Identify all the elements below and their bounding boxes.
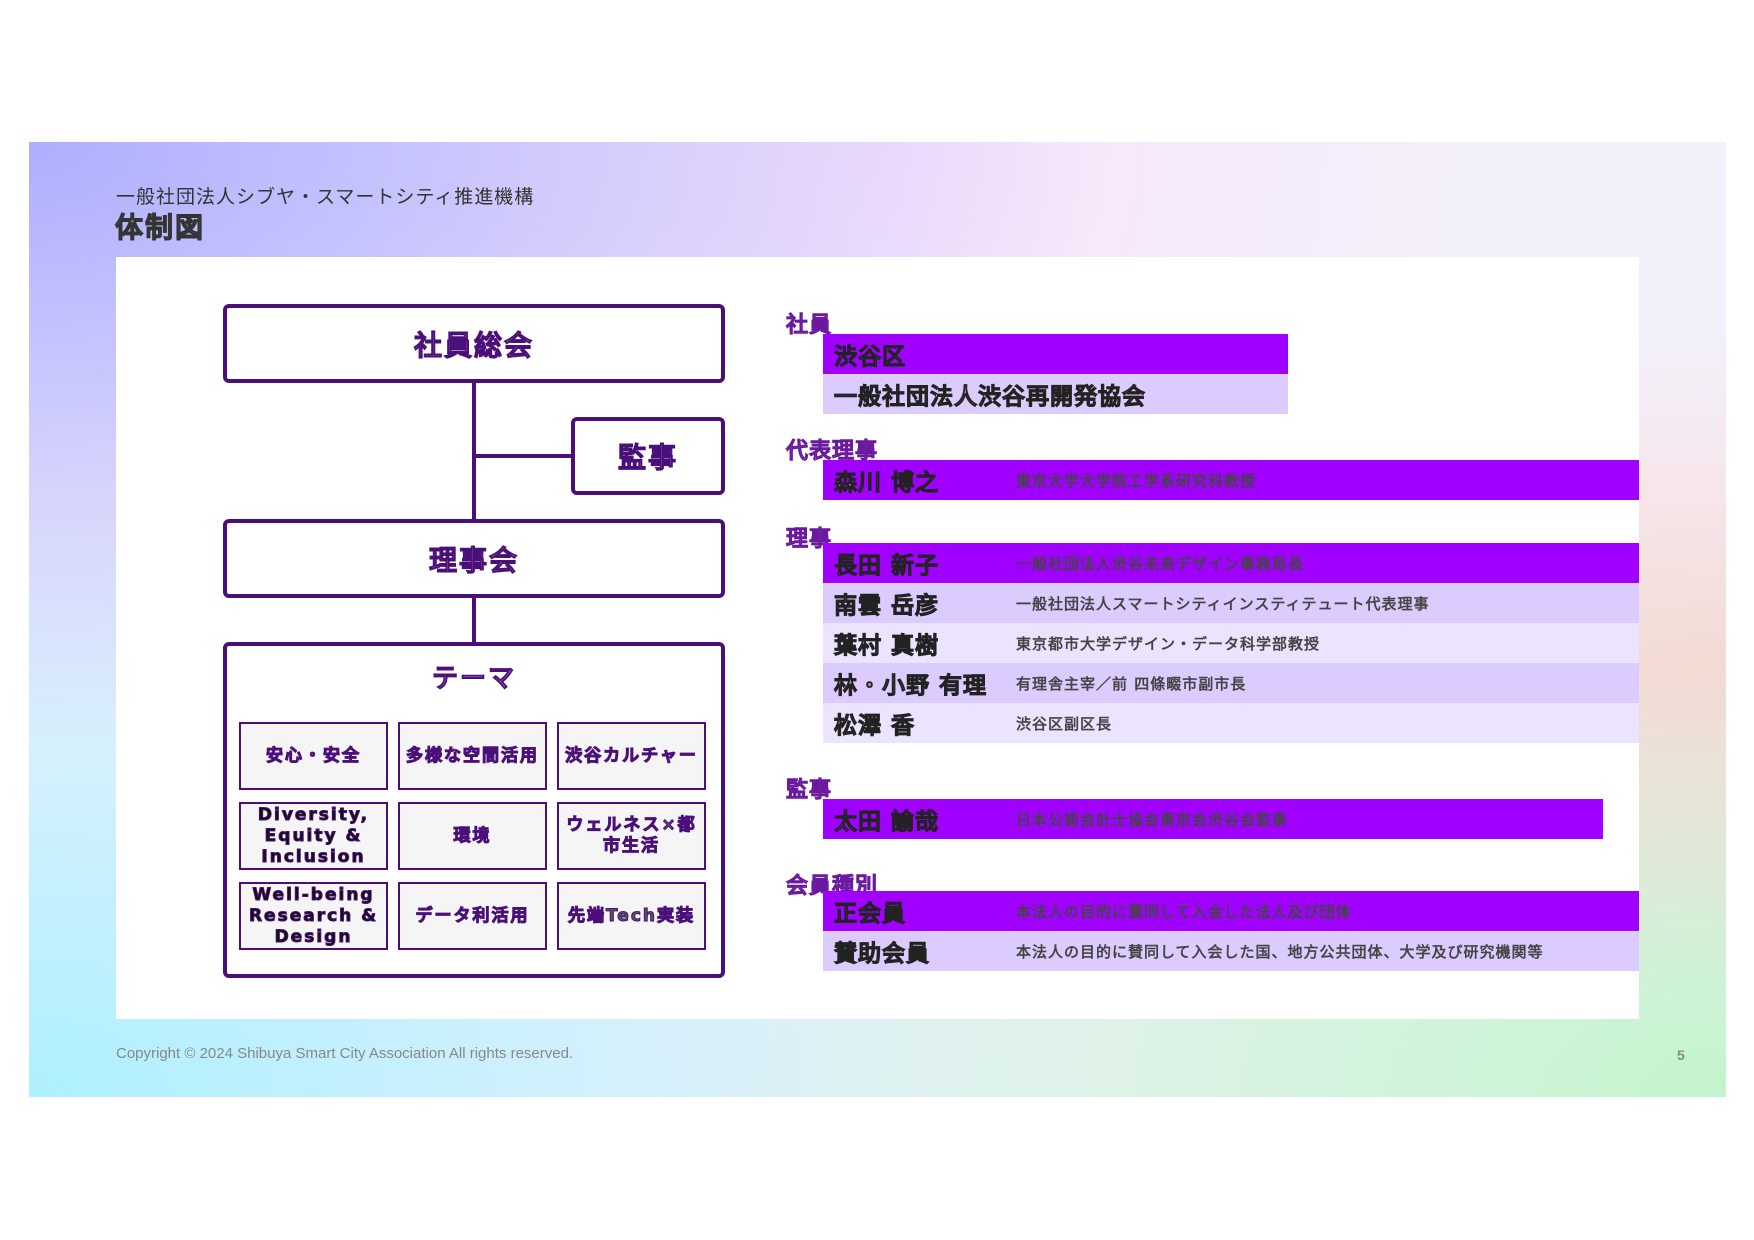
connector-line (472, 383, 476, 519)
theme-item: 渋谷カルチャー (557, 722, 706, 790)
general-meeting-box: 社員総会 (223, 304, 725, 383)
board-box: 理事会 (223, 519, 725, 598)
roster-desc: 日本公認会計士協会東京会渋谷会監事 (1016, 810, 1289, 829)
roster-name: 長田 新子 (834, 553, 940, 580)
roster-row: 渋谷区 (823, 334, 1288, 374)
theme-item: Diversity, Equity & Inclusion (239, 802, 388, 870)
auditor-box: 監事 (571, 417, 725, 495)
slide: 一般社団法人シブヤ・スマートシティ推進機構 体制図 社員総会 監事 理事会 テー… (29, 142, 1726, 1097)
organization-name: 一般社団法人シブヤ・スマートシティ推進機構 (116, 186, 535, 208)
theme-item: Well-being Research & Design (239, 882, 388, 950)
roster-row: 正会員 本法人の目的に賛同して入会した法人及び団体 (823, 891, 1639, 931)
page-title: 体制図 (114, 211, 206, 245)
theme-item: ウェルネス×都市生活 (557, 802, 706, 870)
roster-desc: 渋谷区副区長 (1016, 714, 1113, 733)
roster-desc: 有理舎主宰／前 四條畷市副市長 (1016, 674, 1247, 693)
roster-desc: 一般社団法人スマートシティインスティテュート代表理事 (1016, 594, 1430, 613)
roster-desc: 本法人の目的に賛同して入会した法人及び団体 (1016, 902, 1352, 921)
connector-line (472, 598, 476, 642)
roster-desc: 東京大学大学院工学系研究科教授 (1016, 471, 1257, 490)
roster-name: 南雲 岳彦 (834, 593, 940, 620)
roster-name: 林・小野 有理 (834, 673, 988, 700)
copyright: Copyright © 2024 Shibuya Smart City Asso… (116, 1045, 574, 1062)
roster-row: 松澤 香 渋谷区副区長 (823, 703, 1639, 743)
roster-row: 一般社団法人渋谷再開発協会 (823, 374, 1288, 414)
theme-box: テーマ 安心・安全 多様な空間活用 渋谷カルチャー Diversity, Equ… (223, 642, 725, 978)
roster-name: 正会員 (834, 901, 906, 928)
roster-name: 葉村 真樹 (834, 633, 940, 660)
theme-item: 多様な空間活用 (398, 722, 547, 790)
roster-name: 渋谷区 (834, 344, 906, 371)
roster-row: 賛助会員 本法人の目的に賛同して入会した国、地方公共団体、大学及び研究機関等 (823, 931, 1639, 971)
roster-row: 葉村 真樹 東京都市大学デザイン・データ科学部教授 (823, 623, 1639, 663)
roster-name: 一般社団法人渋谷再開発協会 (834, 384, 1146, 411)
roster-desc: 東京都市大学デザイン・データ科学部教授 (1016, 634, 1321, 653)
theme-item: データ利活用 (398, 882, 547, 950)
content-panel: 社員総会 監事 理事会 テーマ 安心・安全 多様な空間活用 渋谷カルチャー Di… (116, 257, 1639, 1019)
roster-name: 賛助会員 (834, 941, 930, 968)
roster-name: 松澤 香 (834, 713, 916, 740)
page-number: 5 (1677, 1047, 1685, 1063)
theme-item: 環境 (398, 802, 547, 870)
roster-row: 長田 新子 一般社団法人渋谷未来デザイン事務局長 (823, 543, 1639, 583)
roster-desc: 本法人の目的に賛同して入会した国、地方公共団体、大学及び研究機関等 (1016, 942, 1544, 961)
roster-desc: 一般社団法人渋谷未来デザイン事務局長 (1016, 554, 1305, 573)
roster-name: 太田 諭哉 (834, 809, 940, 836)
roster-row: 森川 博之 東京大学大学院工学系研究科教授 (823, 460, 1639, 500)
roster-name: 森川 博之 (834, 470, 940, 497)
roster-row: 太田 諭哉 日本公認会計士協会東京会渋谷会監事 (823, 799, 1603, 839)
theme-item: 先端Tech実装 (557, 882, 706, 950)
theme-title: テーマ (431, 664, 516, 695)
roster-row: 林・小野 有理 有理舎主宰／前 四條畷市副市長 (823, 663, 1639, 703)
theme-item: 安心・安全 (239, 722, 388, 790)
connector-line (474, 454, 572, 458)
roster-row: 南雲 岳彦 一般社団法人スマートシティインスティテュート代表理事 (823, 583, 1639, 623)
